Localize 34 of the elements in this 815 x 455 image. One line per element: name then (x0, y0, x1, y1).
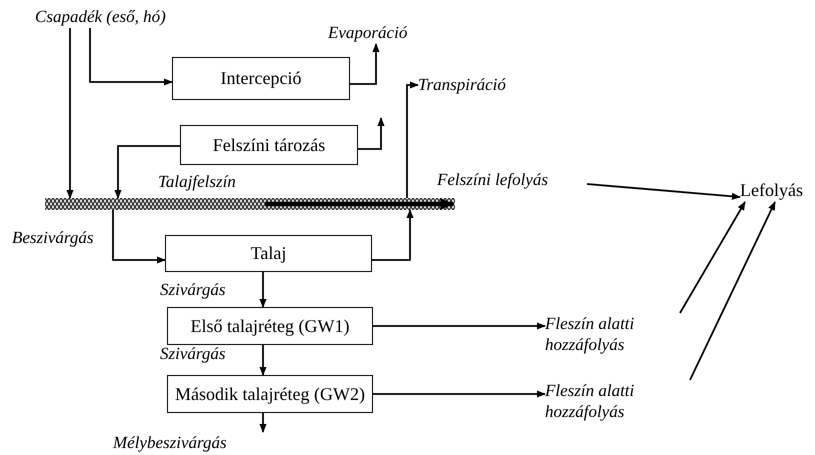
arrow (586, 183, 741, 200)
flow-label: Fleszín alatti hozzáfolyás (545, 313, 680, 357)
flow-label: Mélybeszivárgás (113, 432, 273, 454)
process-box: Talaj (165, 235, 372, 272)
arrow (259, 345, 267, 376)
arrow (259, 413, 267, 433)
arrow (358, 117, 385, 150)
arrow (66, 28, 74, 199)
edge-label: Beszivárgás (12, 228, 94, 248)
arrow (689, 201, 776, 380)
process-box: Első talajréteg (GW1) (167, 307, 373, 345)
surface-label: Talajfelszín (158, 172, 236, 192)
process-box: Intercepció (172, 57, 350, 100)
arrow (112, 210, 166, 264)
arrow (114, 145, 180, 199)
flow-label: Csapadék (eső, hó) (35, 6, 175, 28)
arrow (89, 28, 173, 86)
flow-label: Evaporáció (328, 22, 428, 44)
process-box: Felszíni tározás (180, 125, 358, 165)
arrow (350, 43, 380, 85)
flow-label: Fleszín alatti hozzáfolyás (545, 380, 690, 424)
edge-label: Szivárgás (160, 280, 226, 300)
arrow (265, 198, 454, 210)
arrow (373, 322, 546, 330)
arrow (406, 81, 419, 198)
edge-label: Szivárgás (160, 344, 226, 364)
flow-label: Felszíni lefolyás (437, 169, 587, 191)
process-box: Második talajréteg (GW2) (167, 375, 373, 413)
arrow (372, 209, 414, 261)
flow-label: Lefolyás (740, 180, 815, 202)
arrow (259, 272, 267, 308)
flow-label: Transpiráció (418, 74, 540, 96)
arrow (373, 390, 546, 398)
arrow (679, 201, 746, 314)
